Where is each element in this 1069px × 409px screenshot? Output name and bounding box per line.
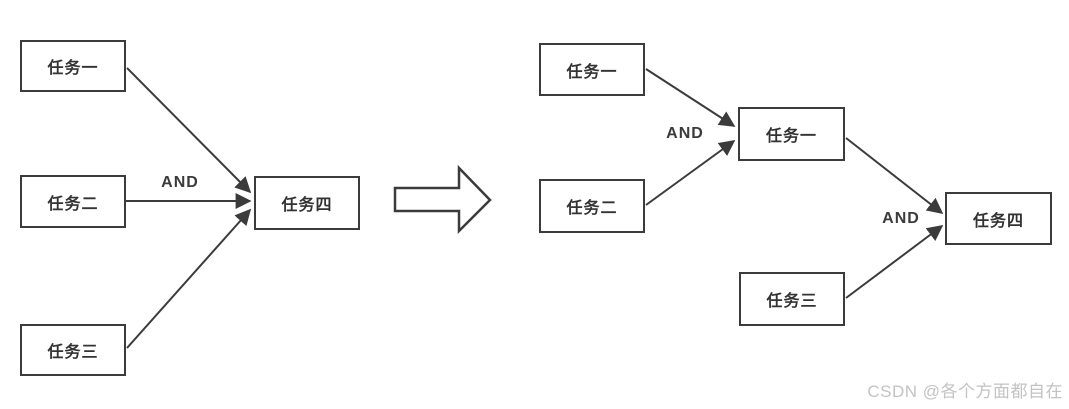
and-gate-label-left: AND <box>161 174 199 191</box>
node-left-task2: 任务二 <box>20 175 126 228</box>
edge-right-task2-to-merged <box>645 140 736 206</box>
node-right-merged-task: 任务一 <box>738 107 845 161</box>
and-gate-label-right-1: AND <box>666 125 704 142</box>
node-left-task1: 任务一 <box>20 40 126 92</box>
watermark-text: CSDN @各个方面都自在 <box>867 382 1063 401</box>
node-right-task4: 任务四 <box>945 192 1052 245</box>
edge-left-task3-to-task4 <box>126 208 252 349</box>
node-right-task1: 任务一 <box>539 43 645 96</box>
node-right-task3: 任务三 <box>739 272 845 326</box>
node-left-task4: 任务四 <box>254 176 360 230</box>
edge-right-task3-to-task4 <box>845 225 944 299</box>
node-right-task2: 任务二 <box>539 179 645 233</box>
transform-arrow <box>393 164 492 235</box>
edge-right-merged-to-task4 <box>845 137 944 214</box>
node-left-task3: 任务三 <box>20 324 126 376</box>
edge-right-task1-to-merged <box>645 68 736 127</box>
and-gate-label-right-2: AND <box>882 210 920 227</box>
